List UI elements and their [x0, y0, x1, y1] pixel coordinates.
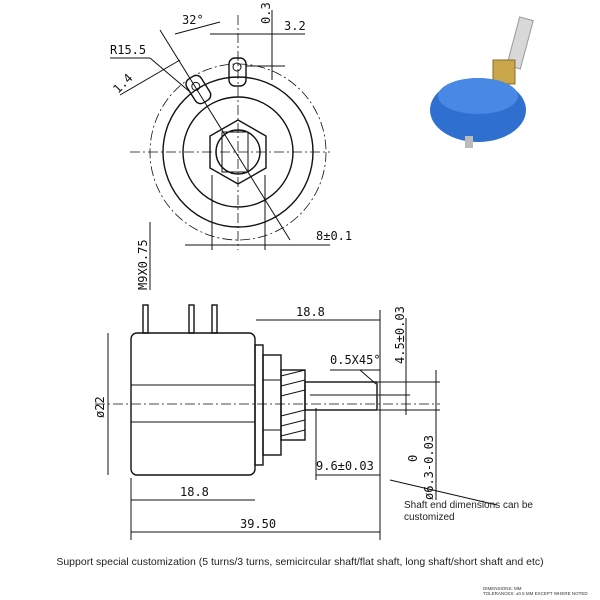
diameter-label: ø22	[93, 396, 107, 418]
chamfer-label: 0.5X45°	[330, 353, 381, 367]
tolerance-note: DIMENSIONS: MM TOLERANCES: ±0.5 MM EXCEP…	[483, 586, 588, 596]
customization-callout: Shaft end dimensions can be customized	[404, 500, 533, 523]
total-length-label: 39.50	[240, 517, 276, 531]
offset-label: 0.3	[259, 2, 273, 24]
side-view: 18.8 0.5X45° 4.5±0.03 ø22 18.8 9.6±0.03 …	[93, 304, 498, 540]
lug-spacing-label: 3.2	[284, 19, 306, 33]
body-length-label: 18.8	[180, 485, 209, 499]
top-view: 32° R15.5 1.4 0.3 3.2 8±0.1 M9X0.75	[110, 2, 352, 290]
lug-width-label: 1.4	[110, 71, 135, 96]
shaft-diameter-label: ø6.3-0.03	[422, 435, 436, 500]
flat-label: 8±0.1	[316, 229, 352, 243]
radius-label: R15.5	[110, 43, 146, 57]
thread-label: M9X0.75	[136, 239, 150, 290]
caption: Support special customization (5 turns/3…	[56, 556, 544, 568]
product-photo	[430, 16, 534, 148]
dimensions-note: DIMENSIONS: MM	[483, 586, 522, 591]
tolerances-note: TOLERANCES: ±0.5 MM EXCEPT WHERE NOTED	[483, 591, 588, 596]
flat-depth-label: 4.5±0.03	[393, 306, 407, 364]
angle-label: 32°	[182, 13, 204, 27]
flat-length-label: 9.6±0.03	[316, 459, 374, 473]
shaft-length-label: 18.8	[296, 305, 325, 319]
shaft-tol-top: 0	[406, 455, 420, 462]
